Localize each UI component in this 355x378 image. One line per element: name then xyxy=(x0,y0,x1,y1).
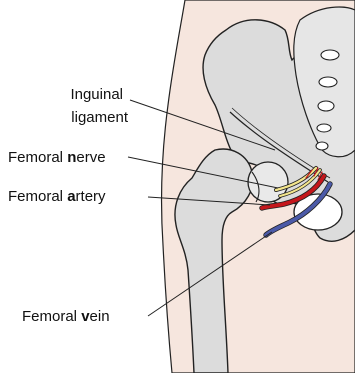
label-femoral-nerve: Femoral nerve xyxy=(8,149,106,166)
label-femoral-artery: Femoral artery xyxy=(8,188,106,205)
label-inguinal-ligament-2: ligament xyxy=(71,109,129,126)
label-femoral-vein: Femoral vein xyxy=(22,308,110,325)
label-inguinal-ligament-1: Inguinal xyxy=(70,86,123,103)
